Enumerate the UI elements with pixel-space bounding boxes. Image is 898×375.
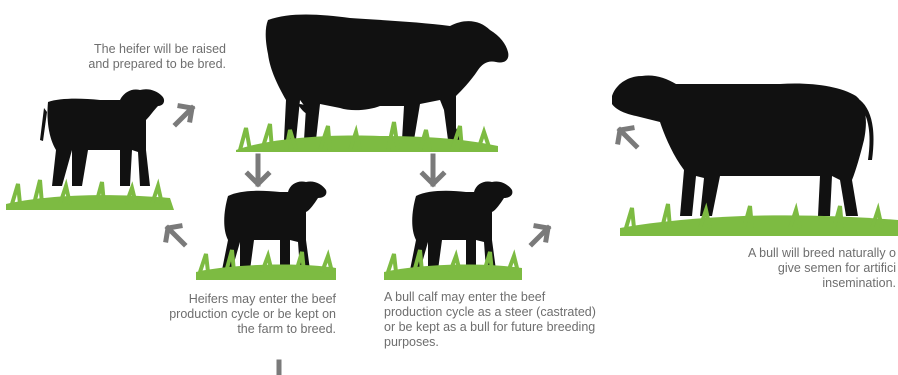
caption-heifer-raised: The heifer will be raised and prepared t… [30, 42, 226, 72]
arrow-calf-to-heifer [166, 226, 184, 244]
arrow-calf-to-bull [532, 226, 548, 244]
heifer-silhouette [40, 89, 164, 186]
caption-line: production cycle as a steer (castrated) [384, 305, 684, 320]
caption-bull-breed: A bull will breed naturally o give semen… [660, 246, 896, 291]
bull-silhouette [612, 75, 874, 216]
arrow-heifer-to-cow [176, 106, 192, 124]
arrow-down-right [423, 156, 443, 184]
arrow-down-left [248, 156, 268, 184]
caption-line: or be kept as a bull for future breeding [384, 320, 684, 335]
cow-silhouette [266, 15, 509, 141]
caption-line: Heifers may enter the beef [104, 292, 336, 307]
caption-line: purposes. [384, 335, 684, 350]
caption-heifers-enter: Heifers may enter the beef production cy… [104, 292, 336, 337]
caption-line: the farm to breed. [104, 322, 336, 337]
grass-calf-left [196, 250, 336, 280]
caption-bull-calf: A bull calf may enter the beef productio… [384, 290, 684, 350]
caption-line: A bull calf may enter the beef [384, 290, 684, 305]
caption-line: The heifer will be raised [30, 42, 226, 57]
caption-line: and prepared to be bred. [30, 57, 226, 72]
caption-line: production cycle or be kept on [104, 307, 336, 322]
caption-line: give semen for artifici [660, 261, 896, 276]
caption-line: A bull will breed naturally o [660, 246, 896, 261]
grass-calf-right [384, 250, 522, 280]
caption-line: insemination. [660, 276, 896, 291]
calf-right-silhouette [410, 181, 512, 270]
arrow-bull-to-cow [618, 128, 636, 146]
calf-left-silhouette [222, 181, 326, 270]
